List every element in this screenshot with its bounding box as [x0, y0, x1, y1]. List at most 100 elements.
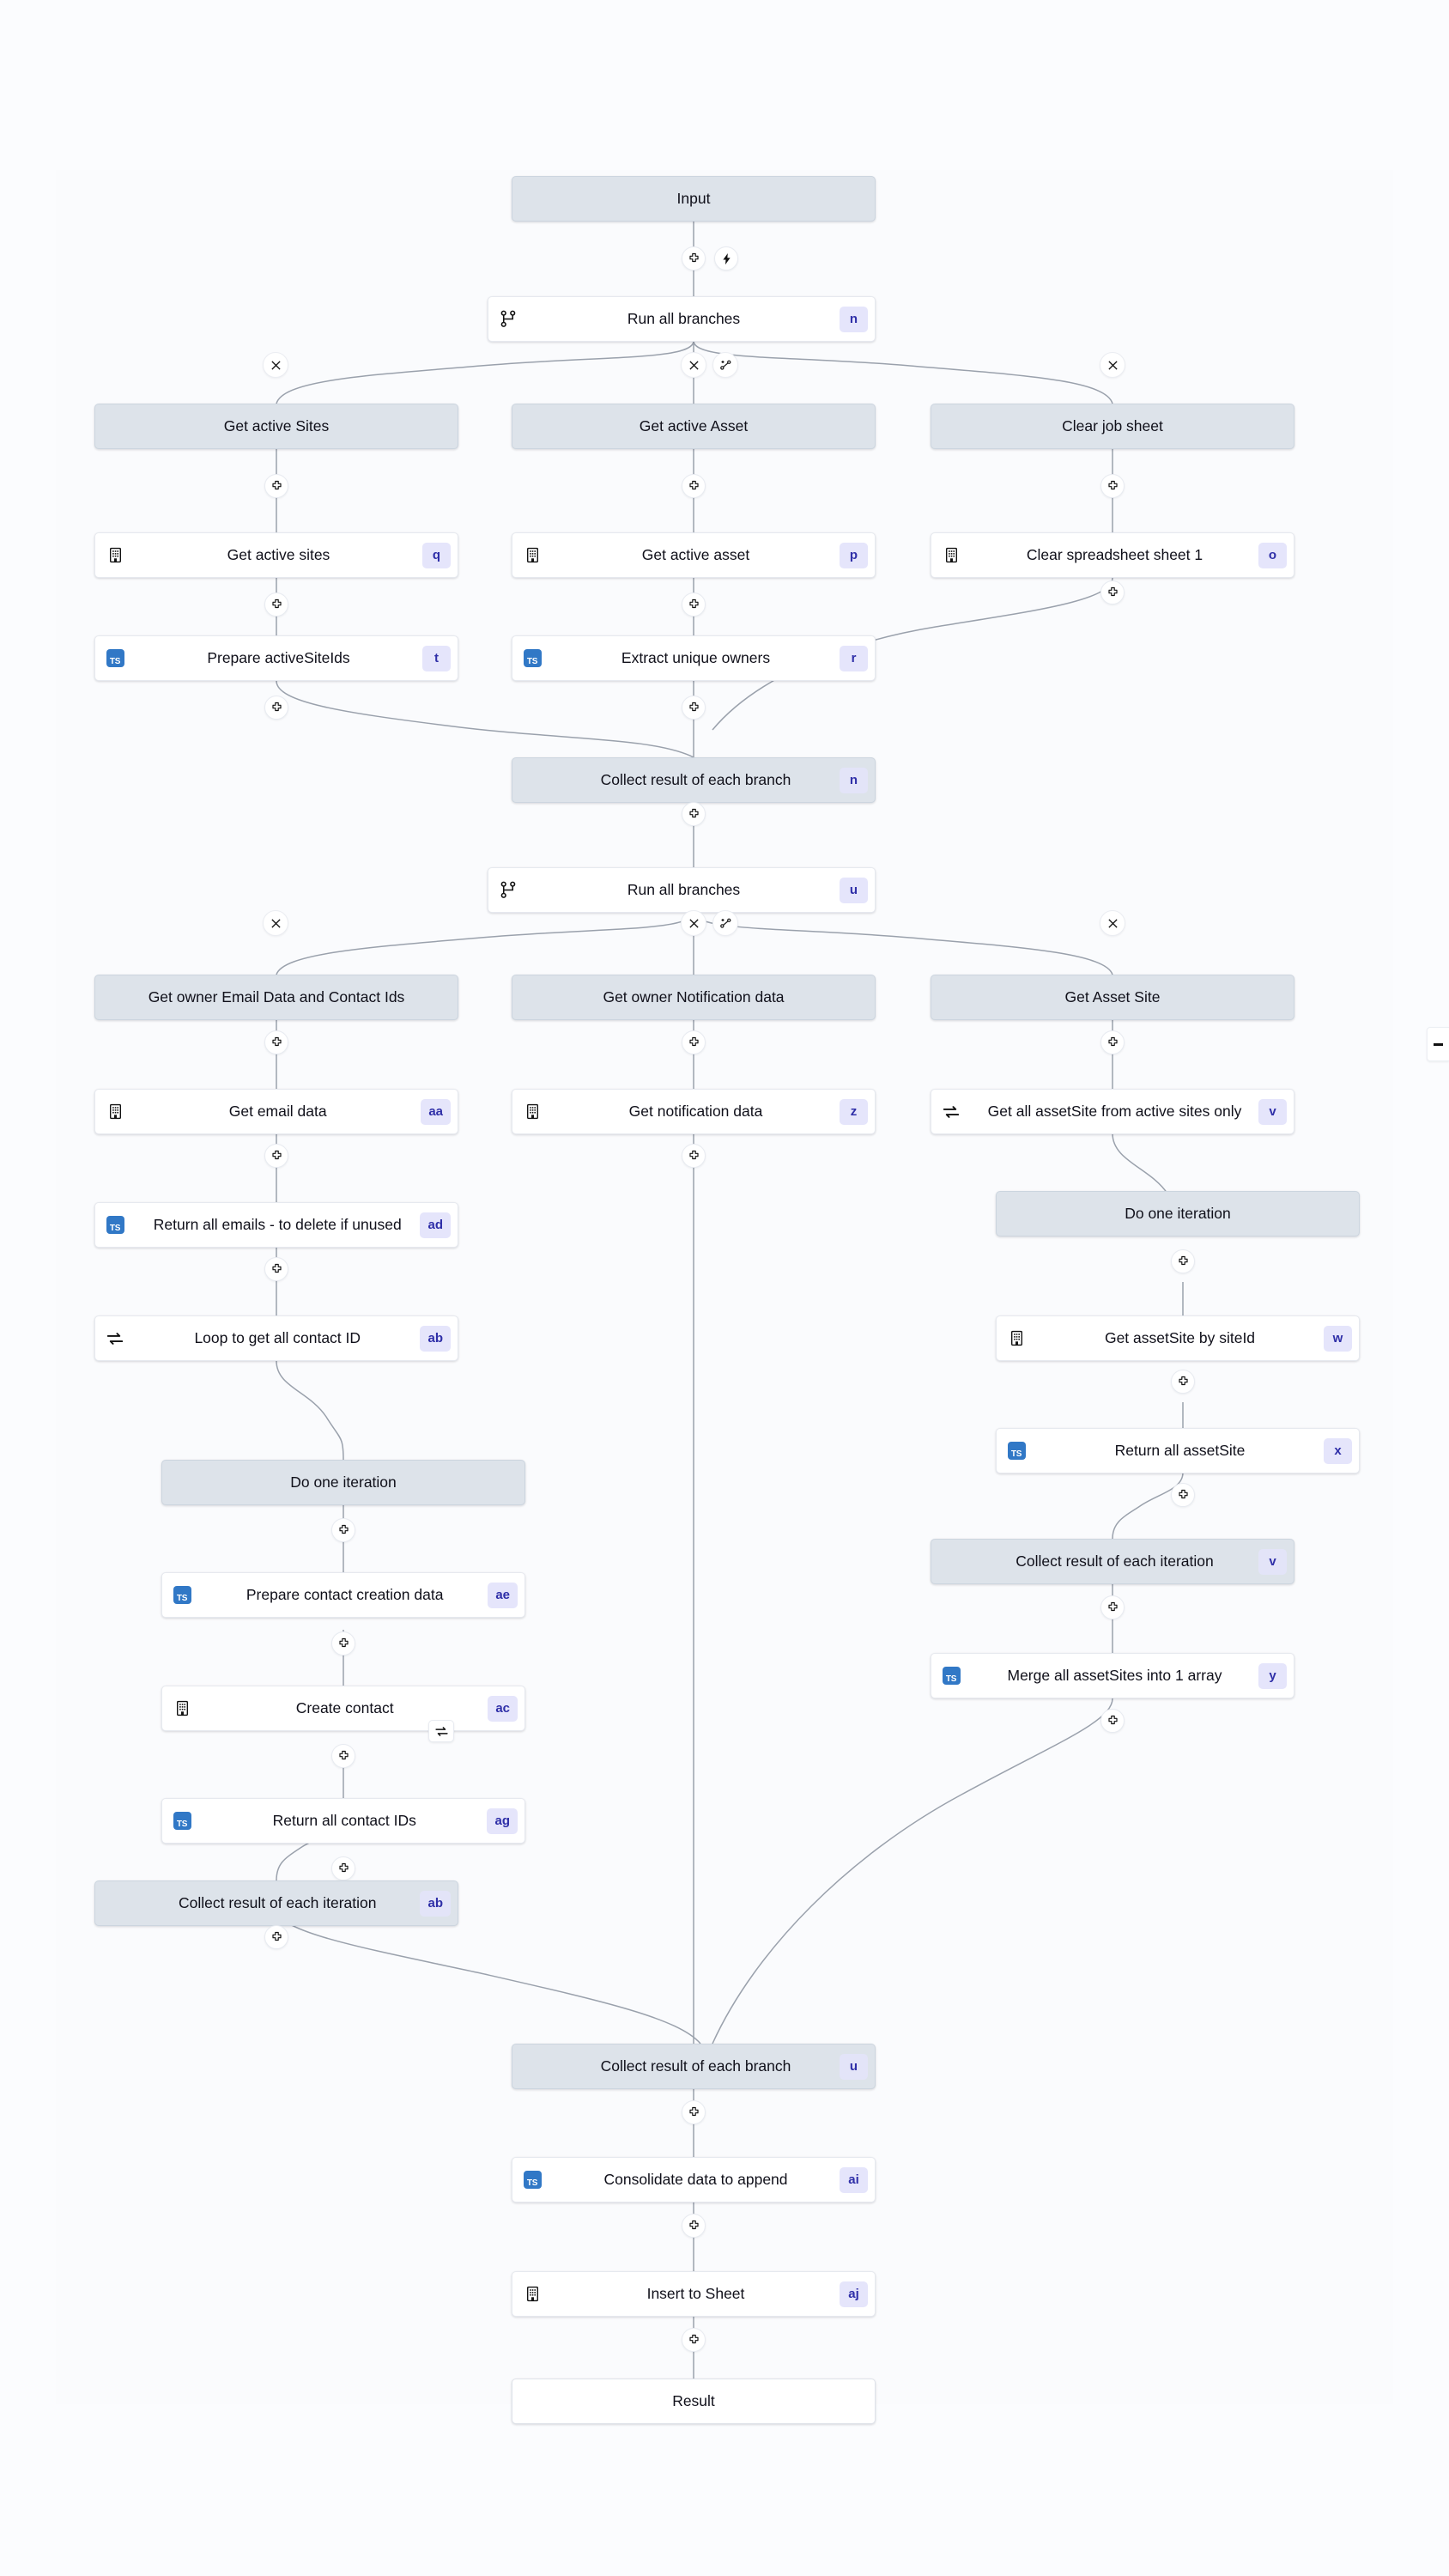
add-node-button[interactable] — [264, 1257, 288, 1281]
add-branch-icon-1[interactable] — [712, 352, 738, 378]
add-node-button[interactable] — [1171, 1249, 1195, 1273]
node-key-chip[interactable]: aj — [840, 2281, 868, 2307]
node-get-all-assetsite[interactable]: Get all assetSite from active sites only… — [931, 1089, 1294, 1134]
add-branch-icon-2[interactable] — [712, 910, 738, 936]
node-key-chip[interactable]: p — [840, 542, 868, 568]
node-get-active-asset[interactable]: Get active asset p — [512, 532, 876, 578]
add-node-button[interactable] — [331, 1856, 355, 1880]
add-node-button[interactable] — [1100, 1709, 1125, 1733]
node-run-all-branches-1[interactable]: Run all branches n — [488, 296, 876, 342]
node-key-chip[interactable]: w — [1324, 1325, 1352, 1352]
spreadsheet-icon — [512, 533, 552, 577]
node-collect-iteration-left[interactable]: Collect result of each iteration ab — [94, 1880, 458, 1926]
node-collect-result-branch-2[interactable]: Collect result of each branch u — [512, 2044, 876, 2089]
node-get-assetsite-by-siteid[interactable]: Get assetSite by siteId w — [996, 1315, 1360, 1361]
node-input[interactable]: Input — [512, 176, 876, 222]
add-node-button[interactable] — [264, 1144, 288, 1168]
node-key-chip[interactable]: o — [1258, 542, 1287, 568]
close-icon-branch-2a[interactable] — [263, 910, 288, 936]
node-key-chip[interactable]: r — [840, 645, 868, 671]
node-collect-result-branch-1[interactable]: Collect result of each branch n — [512, 757, 876, 803]
node-branch-owner-notification-data[interactable]: Get owner Notification data — [512, 975, 876, 1020]
node-loop-get-contact-id[interactable]: Loop to get all contact ID ab — [94, 1315, 458, 1361]
add-node-button[interactable] — [264, 592, 288, 617]
node-branch-get-asset-site[interactable]: Get Asset Site — [931, 975, 1294, 1020]
node-collect-iteration-right[interactable]: Collect result of each iteration v — [931, 1539, 1294, 1584]
collapse-panel-button[interactable] — [1427, 1027, 1449, 1061]
node-branch-get-active-sites[interactable]: Get active Sites — [94, 404, 458, 449]
node-branch-get-active-asset[interactable]: Get active Asset — [512, 404, 876, 449]
node-consolidate-data[interactable]: TS Consolidate data to append ai — [512, 2157, 876, 2202]
node-clear-spreadsheet-sheet-1[interactable]: Clear spreadsheet sheet 1 o — [931, 532, 1294, 578]
close-icon-branch-1a[interactable] — [263, 352, 288, 378]
node-key-chip[interactable]: y — [1258, 1662, 1287, 1689]
node-get-notification-data[interactable]: Get notification data z — [512, 1089, 876, 1134]
node-insert-to-sheet[interactable]: Insert to Sheet aj — [512, 2271, 876, 2317]
node-key-chip[interactable]: ac — [488, 1695, 518, 1722]
node-key-chip[interactable]: n — [840, 767, 868, 793]
node-prepare-contact-creation-data[interactable]: TS Prepare contact creation data ae — [161, 1572, 525, 1618]
add-node-button[interactable] — [264, 1925, 288, 1949]
add-node-button[interactable] — [1171, 1370, 1195, 1394]
node-key-chip[interactable]: t — [422, 645, 451, 671]
node-run-all-branches-2[interactable]: Run all branches u — [488, 867, 876, 913]
node-branch-owner-email-contact-ids[interactable]: Get owner Email Data and Contact Ids — [94, 975, 458, 1020]
node-key-chip[interactable]: ab — [420, 1890, 451, 1917]
add-node-button[interactable] — [682, 1030, 706, 1054]
node-prepare-active-site-ids[interactable]: TS Prepare activeSiteIds t — [94, 635, 458, 681]
node-result[interactable]: Result — [512, 2379, 876, 2424]
node-key-chip[interactable]: ab — [420, 1325, 451, 1352]
node-key-chip[interactable]: z — [840, 1098, 868, 1125]
add-node-button[interactable] — [264, 696, 288, 720]
add-node-button[interactable] — [264, 1030, 288, 1054]
add-node-button[interactable] — [331, 1744, 355, 1768]
add-node-button[interactable] — [682, 474, 706, 498]
node-key-chip[interactable]: ai — [840, 2166, 868, 2193]
node-return-all-emails[interactable]: TS Return all emails - to delete if unus… — [94, 1202, 458, 1248]
add-node-button[interactable] — [682, 1144, 706, 1168]
node-branch-clear-job-sheet[interactable]: Clear job sheet — [931, 404, 1294, 449]
add-node-button[interactable] — [264, 474, 288, 498]
node-return-all-assetsite[interactable]: TS Return all assetSite x — [996, 1428, 1360, 1473]
add-node-button[interactable] — [331, 1631, 355, 1656]
node-key-chip[interactable]: x — [1324, 1437, 1352, 1464]
node-create-contact[interactable]: Create contact ac — [161, 1686, 525, 1731]
node-key-chip[interactable]: u — [840, 877, 868, 903]
node-get-active-sites[interactable]: Get active sites q — [94, 532, 458, 578]
add-node-button[interactable] — [682, 592, 706, 617]
node-do-one-iteration-left[interactable]: Do one iteration — [161, 1460, 525, 1505]
node-get-email-data[interactable]: Get email data aa — [94, 1089, 458, 1134]
node-do-one-iteration-right[interactable]: Do one iteration — [996, 1191, 1360, 1236]
add-node-button[interactable] — [682, 696, 706, 720]
add-node-button[interactable] — [1100, 1030, 1125, 1054]
add-node-button[interactable] — [682, 2328, 706, 2352]
node-key-chip[interactable]: ad — [420, 1212, 451, 1238]
add-node-button[interactable] — [682, 802, 706, 826]
add-node-button[interactable] — [331, 1518, 355, 1542]
node-return-all-contact-ids[interactable]: TS Return all contact IDs ag — [161, 1798, 525, 1844]
node-key-chip[interactable]: aa — [421, 1098, 451, 1125]
lightning-icon[interactable] — [714, 246, 738, 270]
add-node-button[interactable] — [682, 246, 706, 270]
add-node-button[interactable] — [1100, 580, 1125, 605]
node-key-chip[interactable]: ag — [487, 1807, 518, 1834]
add-node-button[interactable] — [682, 2100, 706, 2124]
close-icon-branch-1b[interactable] — [681, 352, 706, 378]
node-key-chip[interactable]: u — [840, 2053, 868, 2080]
node-merge-all-assetsites[interactable]: TS Merge all assetSites into 1 array y — [931, 1653, 1294, 1698]
node-key-chip[interactable]: n — [840, 306, 868, 332]
add-node-button[interactable] — [682, 2214, 706, 2238]
add-node-button[interactable] — [1100, 1595, 1125, 1619]
loop-icon-create-contact[interactable] — [428, 1720, 454, 1742]
node-key-chip[interactable]: ae — [488, 1582, 518, 1608]
node-key-chip[interactable]: q — [422, 542, 451, 568]
node-key-chip[interactable]: v — [1258, 1098, 1287, 1125]
close-icon-branch-1c[interactable] — [1100, 352, 1125, 378]
add-node-button[interactable] — [1171, 1483, 1195, 1507]
node-key-chip[interactable]: v — [1258, 1548, 1287, 1575]
add-node-button[interactable] — [1100, 474, 1125, 498]
close-icon-branch-2c[interactable] — [1100, 910, 1125, 936]
node-extract-unique-owners[interactable]: TS Extract unique owners r — [512, 635, 876, 681]
close-icon-branch-2b[interactable] — [681, 910, 706, 936]
